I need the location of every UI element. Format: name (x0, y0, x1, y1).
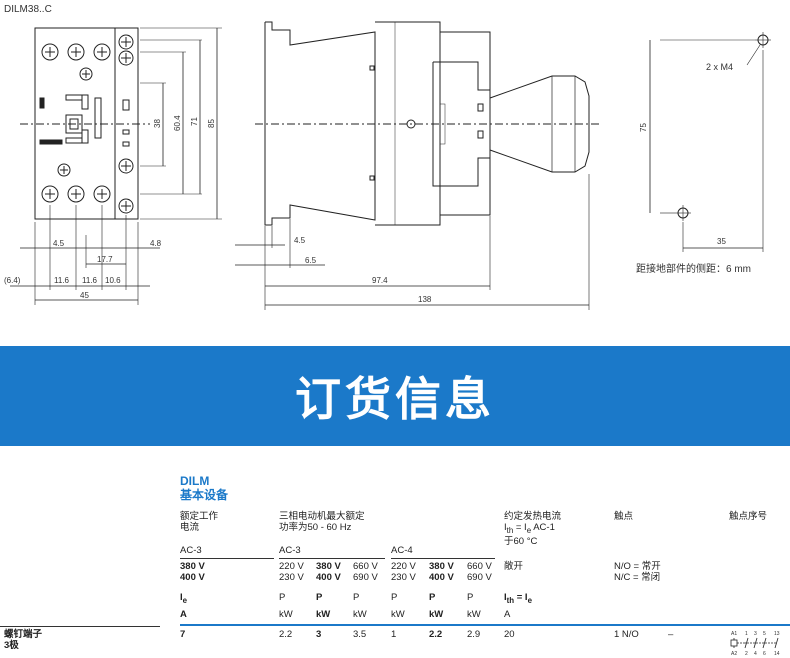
table-subtitle: 基本设备 (180, 488, 229, 502)
contact-terminal-label: A2 (731, 651, 737, 657)
model-label: DILM38..C (4, 4, 52, 15)
symbol-p: P (279, 592, 286, 603)
rated-current-header: 额定工作电流 (180, 511, 219, 533)
dim-85: 85 (207, 119, 216, 128)
dim-11-6-b: 11.6 (82, 276, 98, 285)
dim-side-6-5: 6.5 (305, 256, 317, 265)
table-cell: 7 (180, 629, 186, 640)
ground-clearance-note: 距接地部件的侧距：6 mm (636, 262, 751, 275)
dim-11-6-a: 11.6 (54, 276, 70, 285)
unit: kW (467, 609, 481, 620)
unit: kW (279, 609, 293, 620)
dim-side-97-4: 97.4 (372, 276, 388, 285)
table-cell: 3.5 (353, 629, 367, 640)
unit: kW (429, 609, 444, 620)
contact-terminal-label: 4 (754, 651, 757, 657)
symbol-ie: Ie (180, 592, 188, 605)
terminal-screw-icon (67, 43, 85, 61)
terminal-screw-icon (93, 185, 111, 203)
terminal-screw-icon (118, 50, 134, 66)
table-cell: 20 (504, 629, 515, 640)
symbol-p: P (467, 592, 474, 603)
dim-60-4: 60.4 (173, 115, 182, 131)
contact-terminal-label: 5 (763, 631, 766, 637)
contact-terminal-label: 2 (745, 651, 748, 657)
terminal-screw-icon (41, 43, 59, 61)
table-cell: – (668, 629, 674, 640)
contact-seq-header: 触点序号 (729, 511, 768, 522)
ac3-power-header: AC-3 (279, 545, 301, 556)
contact-diagram-icon: A1 1 3 5 13 A2 2 4 6 14 (730, 631, 780, 657)
dim-10-6: 10.6 (105, 276, 121, 285)
contact-terminal-label: A1 (731, 631, 737, 637)
terminal-screw-icon (93, 43, 111, 61)
dim-45: 45 (80, 291, 89, 300)
contact-terminal-label: 14 (774, 651, 780, 657)
banner-title: 订货信息 (295, 373, 495, 425)
section-banner: 订货信息 (0, 346, 790, 446)
ac4-header: AC-4 (391, 545, 413, 556)
terminal-screw-icon (41, 185, 59, 203)
table-title: DILM (180, 474, 210, 488)
open-label: 敞开 (504, 561, 524, 572)
table-cell: 1 N/O (614, 629, 639, 640)
dim-75: 75 (639, 123, 648, 132)
table-cell: 3 (316, 629, 322, 640)
motor-power-header: 三相电动机最大额定功率为50 - 60 Hz (279, 511, 365, 533)
contact-terminal-label: 1 (745, 631, 748, 637)
dim-38: 38 (153, 119, 162, 128)
contacts-header: 触点 (614, 511, 634, 522)
contact-terminal-label: 13 (774, 631, 780, 637)
dimension-drawing: DILM38..C (4, 4, 771, 310)
terminal-screw-icon (67, 185, 85, 203)
order-table: DILM 基本设备 额定工作电流 三相电动机最大额定功率为50 - 60 Hz … (0, 470, 790, 658)
symbol-p: P (316, 592, 323, 603)
terminal-screw-icon (118, 34, 134, 50)
unit: kW (391, 609, 405, 620)
dim-17-7: 17.7 (97, 255, 113, 264)
holes-label: 2 x M4 (706, 62, 733, 72)
symbol-p: P (391, 592, 398, 603)
contact-terminal-label: 6 (763, 651, 766, 657)
terminal-screw-icon (118, 158, 134, 174)
dim-35: 35 (717, 237, 726, 246)
terminal-screw-icon (79, 67, 93, 81)
unit: kW (353, 609, 367, 620)
dim-side-4-5: 4.5 (294, 236, 306, 245)
table-cell: 2.2 (429, 629, 443, 640)
unit: A (180, 609, 187, 620)
table-cell: 1 (391, 629, 397, 640)
unit: A (504, 609, 511, 620)
symbol-p: P (353, 592, 360, 603)
side-view (235, 21, 600, 310)
dim-side-138: 138 (418, 295, 432, 304)
dim-6-4: (6.4) (4, 276, 21, 285)
contact-terminal-label: 3 (754, 631, 757, 637)
ac3-header: AC-3 (180, 545, 202, 556)
mounting-view (649, 32, 771, 252)
front-view (10, 27, 222, 305)
table-cell: 2.2 (279, 629, 293, 640)
dim-4-8: 4.8 (150, 239, 162, 248)
symbol-p: P (429, 592, 436, 603)
dim-4-5: 4.5 (53, 239, 65, 248)
unit: kW (316, 609, 331, 620)
symbol-ith: Ith = Ie (504, 592, 532, 605)
dim-71: 71 (190, 117, 199, 126)
table-cell: 2.9 (467, 629, 481, 640)
terminal-screw-icon (57, 163, 71, 177)
terminal-screw-icon (118, 198, 134, 214)
